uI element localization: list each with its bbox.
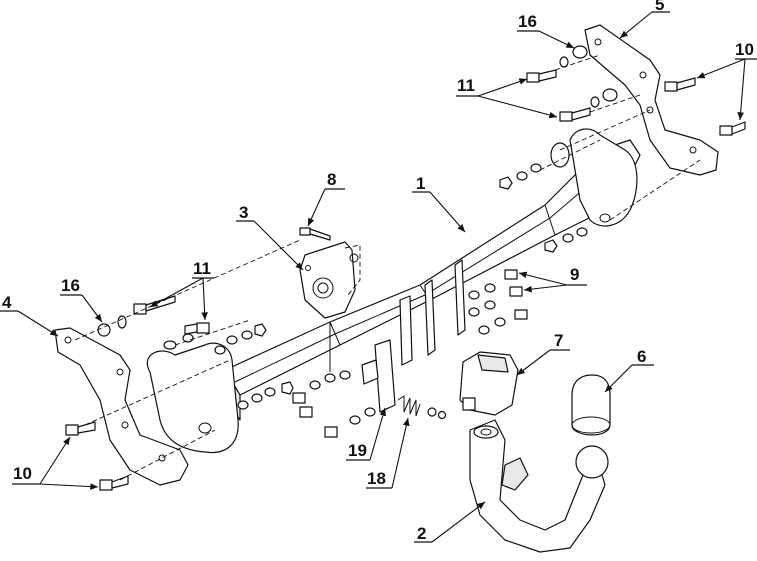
socket-plate-part-3 [299,241,359,319]
towhook-part-2 [469,419,609,553]
label-9-text: 9 [570,265,579,284]
label-11-right: 11 [456,76,558,119]
assembly-lines [74,54,701,481]
label-1-text: 1 [416,174,425,193]
label-10-left-text: 10 [13,464,32,483]
label-16-right: 16 [517,12,575,49]
label-5: 5 [619,0,670,39]
right-side-bracket-part-5 [584,24,719,176]
label-10-right: 10 [696,40,757,121]
label-9: 9 [518,265,587,293]
label-7-text: 7 [554,331,563,350]
label-19-text: 19 [348,441,367,460]
right-bracket-plate [569,128,638,227]
clamp-plate-part-19 [361,339,396,413]
bolt-part-8 [299,227,331,241]
socket-housing-part-7 [459,351,519,416]
label-18: 18 [366,417,410,489]
label-8-text: 8 [327,170,336,189]
label-1: 1 [412,174,466,233]
label-3-text: 3 [239,203,248,222]
label-18-text: 18 [367,469,386,488]
fasteners [65,45,746,491]
label-11-right-text: 11 [457,76,475,95]
label-7: 7 [516,331,570,376]
label-11-left: 11 [149,259,214,321]
label-16-left-text: 16 [61,276,80,295]
label-11-left-text: 11 [193,259,211,278]
label-10-left: 10 [12,436,99,490]
label-2: 2 [414,501,486,543]
spring-part-18 [397,395,447,420]
label-16-left: 16 [60,276,103,323]
center-mount-plates [399,259,466,366]
label-2-text: 2 [417,524,426,543]
label-6: 6 [604,347,654,393]
towball-cap-part-6 [571,374,611,436]
label-4-text: 4 [2,293,12,312]
label-19: 19 [346,407,387,461]
label-8: 8 [307,170,345,227]
label-10-right-text: 10 [735,40,754,59]
left-bracket-plate [146,342,239,454]
label-3: 3 [236,203,304,271]
label-5-text: 5 [655,0,664,14]
left-side-bracket-part-4 [54,327,189,486]
label-6-text: 6 [637,347,646,366]
label-4: 4 [0,293,59,337]
label-16-right-text: 16 [518,12,537,31]
